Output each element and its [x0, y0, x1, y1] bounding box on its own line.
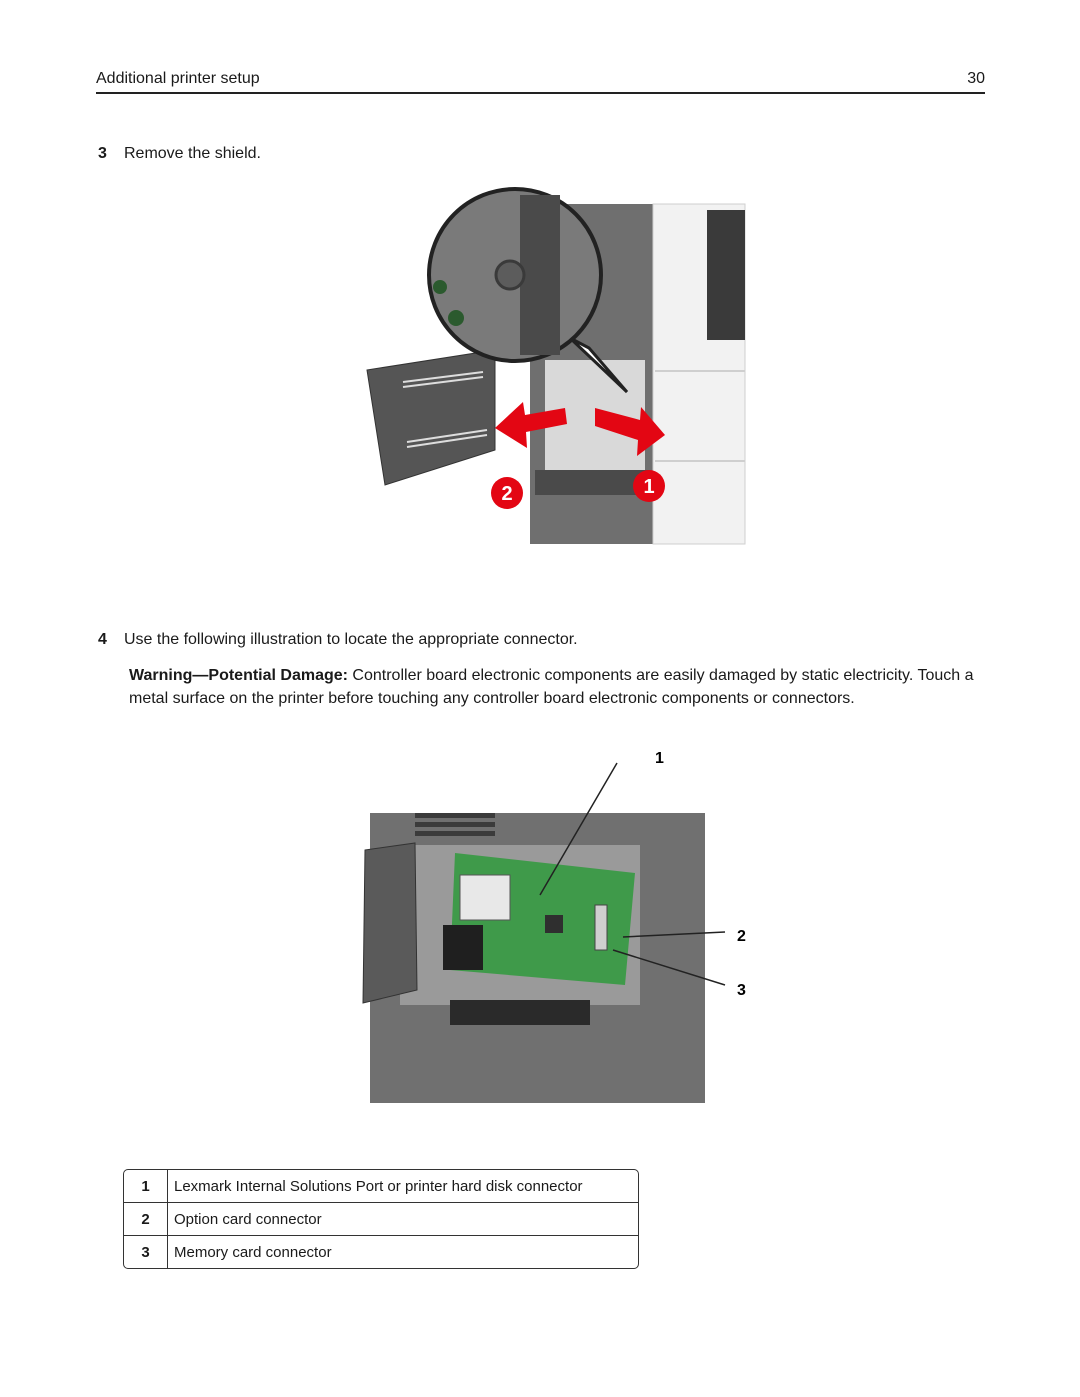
callout-1-badge — [633, 470, 665, 502]
step-text: Remove the shield. — [124, 145, 261, 162]
warning-note: Warning—Potential Damage: Controller boa… — [129, 665, 979, 710]
page-number: 30 — [967, 70, 985, 87]
legend-description: Lexmark Internal Solutions Port or print… — [174, 1177, 583, 1195]
chip-icon — [545, 915, 563, 933]
connector-legend-table: 1 Lexmark Internal Solutions Port or pri… — [123, 1169, 639, 1269]
table-row: 2 Option card connector — [124, 1202, 638, 1235]
step-number: 4 — [98, 631, 107, 648]
access-door — [366, 349, 496, 486]
step-4: 4 Use the following illustration to locat… — [98, 631, 578, 649]
screw-icon — [494, 259, 526, 291]
legend-number: 2 — [124, 1202, 168, 1235]
page-header: Additional printer setup 30 — [96, 68, 985, 94]
access-door — [362, 842, 418, 1004]
hard-disk-bracket — [443, 925, 483, 970]
hard-disk — [459, 874, 511, 921]
output-bin — [707, 210, 745, 340]
remove-shield-illustration: 2 1 — [366, 187, 746, 545]
callout-2-label: 2 — [737, 928, 746, 945]
legend-number: 3 — [124, 1235, 168, 1268]
callout-2-badge — [491, 477, 523, 509]
callout-1-label: 1 — [655, 750, 664, 767]
legend-description: Option card connector — [168, 1202, 638, 1235]
warning-text: Controller board electronic components a… — [129, 667, 974, 707]
step-3: 3 Remove the shield. — [98, 145, 261, 163]
arrow-right-icon — [595, 407, 665, 456]
option-card-connector — [594, 904, 608, 951]
legend-number: 1 — [124, 1170, 168, 1202]
step-number: 3 — [98, 145, 107, 162]
callout-3-label: 3 — [737, 982, 746, 999]
step-text: Use the following illustration to locate… — [124, 631, 578, 648]
page-header-title: Additional printer setup — [96, 70, 260, 87]
legend-description: Memory card connector — [168, 1235, 638, 1268]
callout-2-label: 2 — [501, 483, 512, 505]
callout-1-label: 1 — [643, 476, 654, 498]
warning-label: Warning—Potential Damage: — [129, 667, 348, 684]
controller-board-illustration: 1 2 3 — [362, 750, 746, 1103]
arrow-left-icon — [495, 402, 567, 448]
table-row: 1 Lexmark Internal Solutions Port or pri… — [124, 1170, 638, 1202]
table-row: 3 Memory card connector — [124, 1235, 638, 1268]
